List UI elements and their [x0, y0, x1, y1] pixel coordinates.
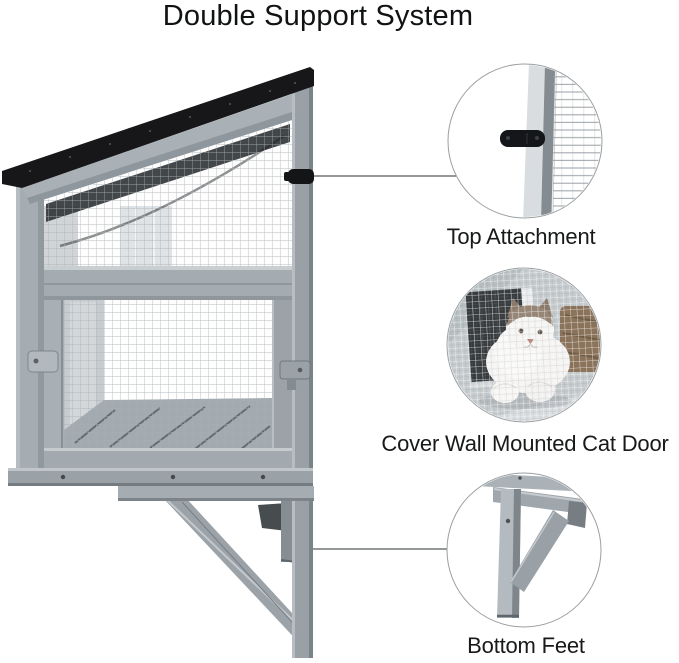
wire-mesh-overlay: [448, 269, 600, 421]
door-latch-right: [279, 360, 311, 390]
callout-circle-top-attachment: [447, 63, 603, 219]
middle-rail: [16, 266, 292, 300]
left-post: [16, 176, 44, 486]
door-latch-left: [27, 350, 59, 373]
callout-circle-bottom-feet: [446, 472, 602, 628]
sloped-roof: [2, 67, 314, 188]
main-product-photo: [2, 67, 314, 658]
upper-mesh-panel: [44, 120, 292, 266]
callout-label-bottom-feet: Bottom Feet: [467, 633, 585, 658]
page-title: Double Support System: [162, 0, 474, 32]
top-attachment-bracket: [284, 169, 314, 184]
callout-label-cat-door: Cover Wall Mounted Cat Door: [381, 431, 669, 456]
support-platform-board: [118, 486, 314, 501]
mesh-door-panel: [16, 300, 292, 468]
mesh-detail: [553, 65, 601, 217]
bottom-boards: [8, 468, 314, 501]
bottom-foot-bracket-detail: [455, 474, 590, 618]
attachment-bracket-detail: [500, 130, 545, 147]
roof-fascia-board: [22, 94, 292, 204]
callout-label-top-attachment: Top Attachment: [446, 224, 596, 249]
diagonal-brace: [163, 498, 304, 648]
